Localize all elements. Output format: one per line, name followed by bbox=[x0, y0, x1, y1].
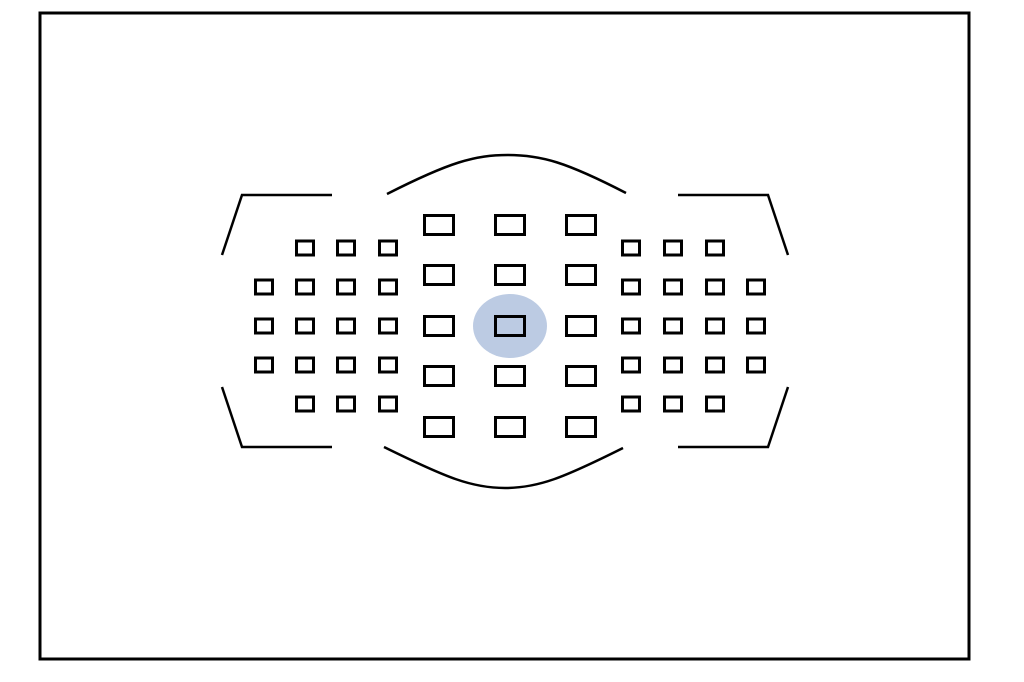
af-point-small[interactable] bbox=[705, 278, 725, 296]
af-point-cross[interactable] bbox=[565, 416, 597, 438]
af-point-small[interactable] bbox=[378, 395, 398, 413]
af-point-small[interactable] bbox=[705, 356, 725, 374]
af-point-small[interactable] bbox=[378, 239, 398, 257]
af-point-cross[interactable] bbox=[423, 214, 455, 236]
selected-point-highlight bbox=[473, 294, 547, 358]
af-point-small[interactable] bbox=[705, 239, 725, 257]
af-point-small[interactable] bbox=[663, 317, 683, 335]
af-point-small[interactable] bbox=[663, 395, 683, 413]
af-point-small[interactable] bbox=[254, 278, 274, 296]
af-point-small[interactable] bbox=[336, 317, 356, 335]
area-bracket-bottom-right bbox=[678, 386, 790, 449]
af-point-cross[interactable] bbox=[494, 365, 526, 387]
af-point-small[interactable] bbox=[621, 356, 641, 374]
af-point-small[interactable] bbox=[746, 278, 766, 296]
af-point-cross[interactable] bbox=[423, 365, 455, 387]
af-point-center-selected[interactable] bbox=[494, 315, 526, 337]
af-point-small[interactable] bbox=[336, 356, 356, 374]
af-point-small[interactable] bbox=[663, 278, 683, 296]
af-point-small[interactable] bbox=[336, 239, 356, 257]
af-point-cross[interactable] bbox=[423, 264, 455, 286]
af-point-small[interactable] bbox=[254, 356, 274, 374]
af-point-cross[interactable] bbox=[494, 264, 526, 286]
af-point-small[interactable] bbox=[705, 395, 725, 413]
af-point-cross[interactable] bbox=[494, 416, 526, 438]
af-point-small[interactable] bbox=[295, 278, 315, 296]
area-curve-bottom bbox=[383, 445, 624, 490]
area-curve-top bbox=[386, 153, 627, 196]
af-point-small[interactable] bbox=[378, 317, 398, 335]
af-point-small[interactable] bbox=[746, 356, 766, 374]
af-point-small[interactable] bbox=[621, 317, 641, 335]
area-bracket-top-right bbox=[678, 193, 790, 256]
af-point-small[interactable] bbox=[336, 395, 356, 413]
af-point-small[interactable] bbox=[295, 356, 315, 374]
af-point-cross[interactable] bbox=[565, 365, 597, 387]
af-point-small[interactable] bbox=[621, 239, 641, 257]
af-point-small[interactable] bbox=[705, 317, 725, 335]
af-point-small[interactable] bbox=[621, 278, 641, 296]
af-point-small[interactable] bbox=[663, 356, 683, 374]
af-point-cross[interactable] bbox=[565, 264, 597, 286]
af-point-small[interactable] bbox=[295, 239, 315, 257]
af-point-small[interactable] bbox=[378, 278, 398, 296]
af-point-cross[interactable] bbox=[494, 214, 526, 236]
af-point-small[interactable] bbox=[336, 278, 356, 296]
af-point-cross[interactable] bbox=[423, 416, 455, 438]
af-point-cross[interactable] bbox=[423, 315, 455, 337]
area-bracket-top-left bbox=[220, 193, 332, 256]
viewfinder-frame bbox=[38, 11, 971, 661]
af-point-small[interactable] bbox=[621, 395, 641, 413]
af-point-small[interactable] bbox=[378, 356, 398, 374]
af-point-cross[interactable] bbox=[565, 214, 597, 236]
af-point-small[interactable] bbox=[254, 317, 274, 335]
area-bracket-bottom-left bbox=[220, 386, 332, 449]
af-point-small[interactable] bbox=[746, 317, 766, 335]
af-point-cross[interactable] bbox=[565, 315, 597, 337]
af-point-small[interactable] bbox=[663, 239, 683, 257]
af-point-small[interactable] bbox=[295, 395, 315, 413]
af-point-small[interactable] bbox=[295, 317, 315, 335]
